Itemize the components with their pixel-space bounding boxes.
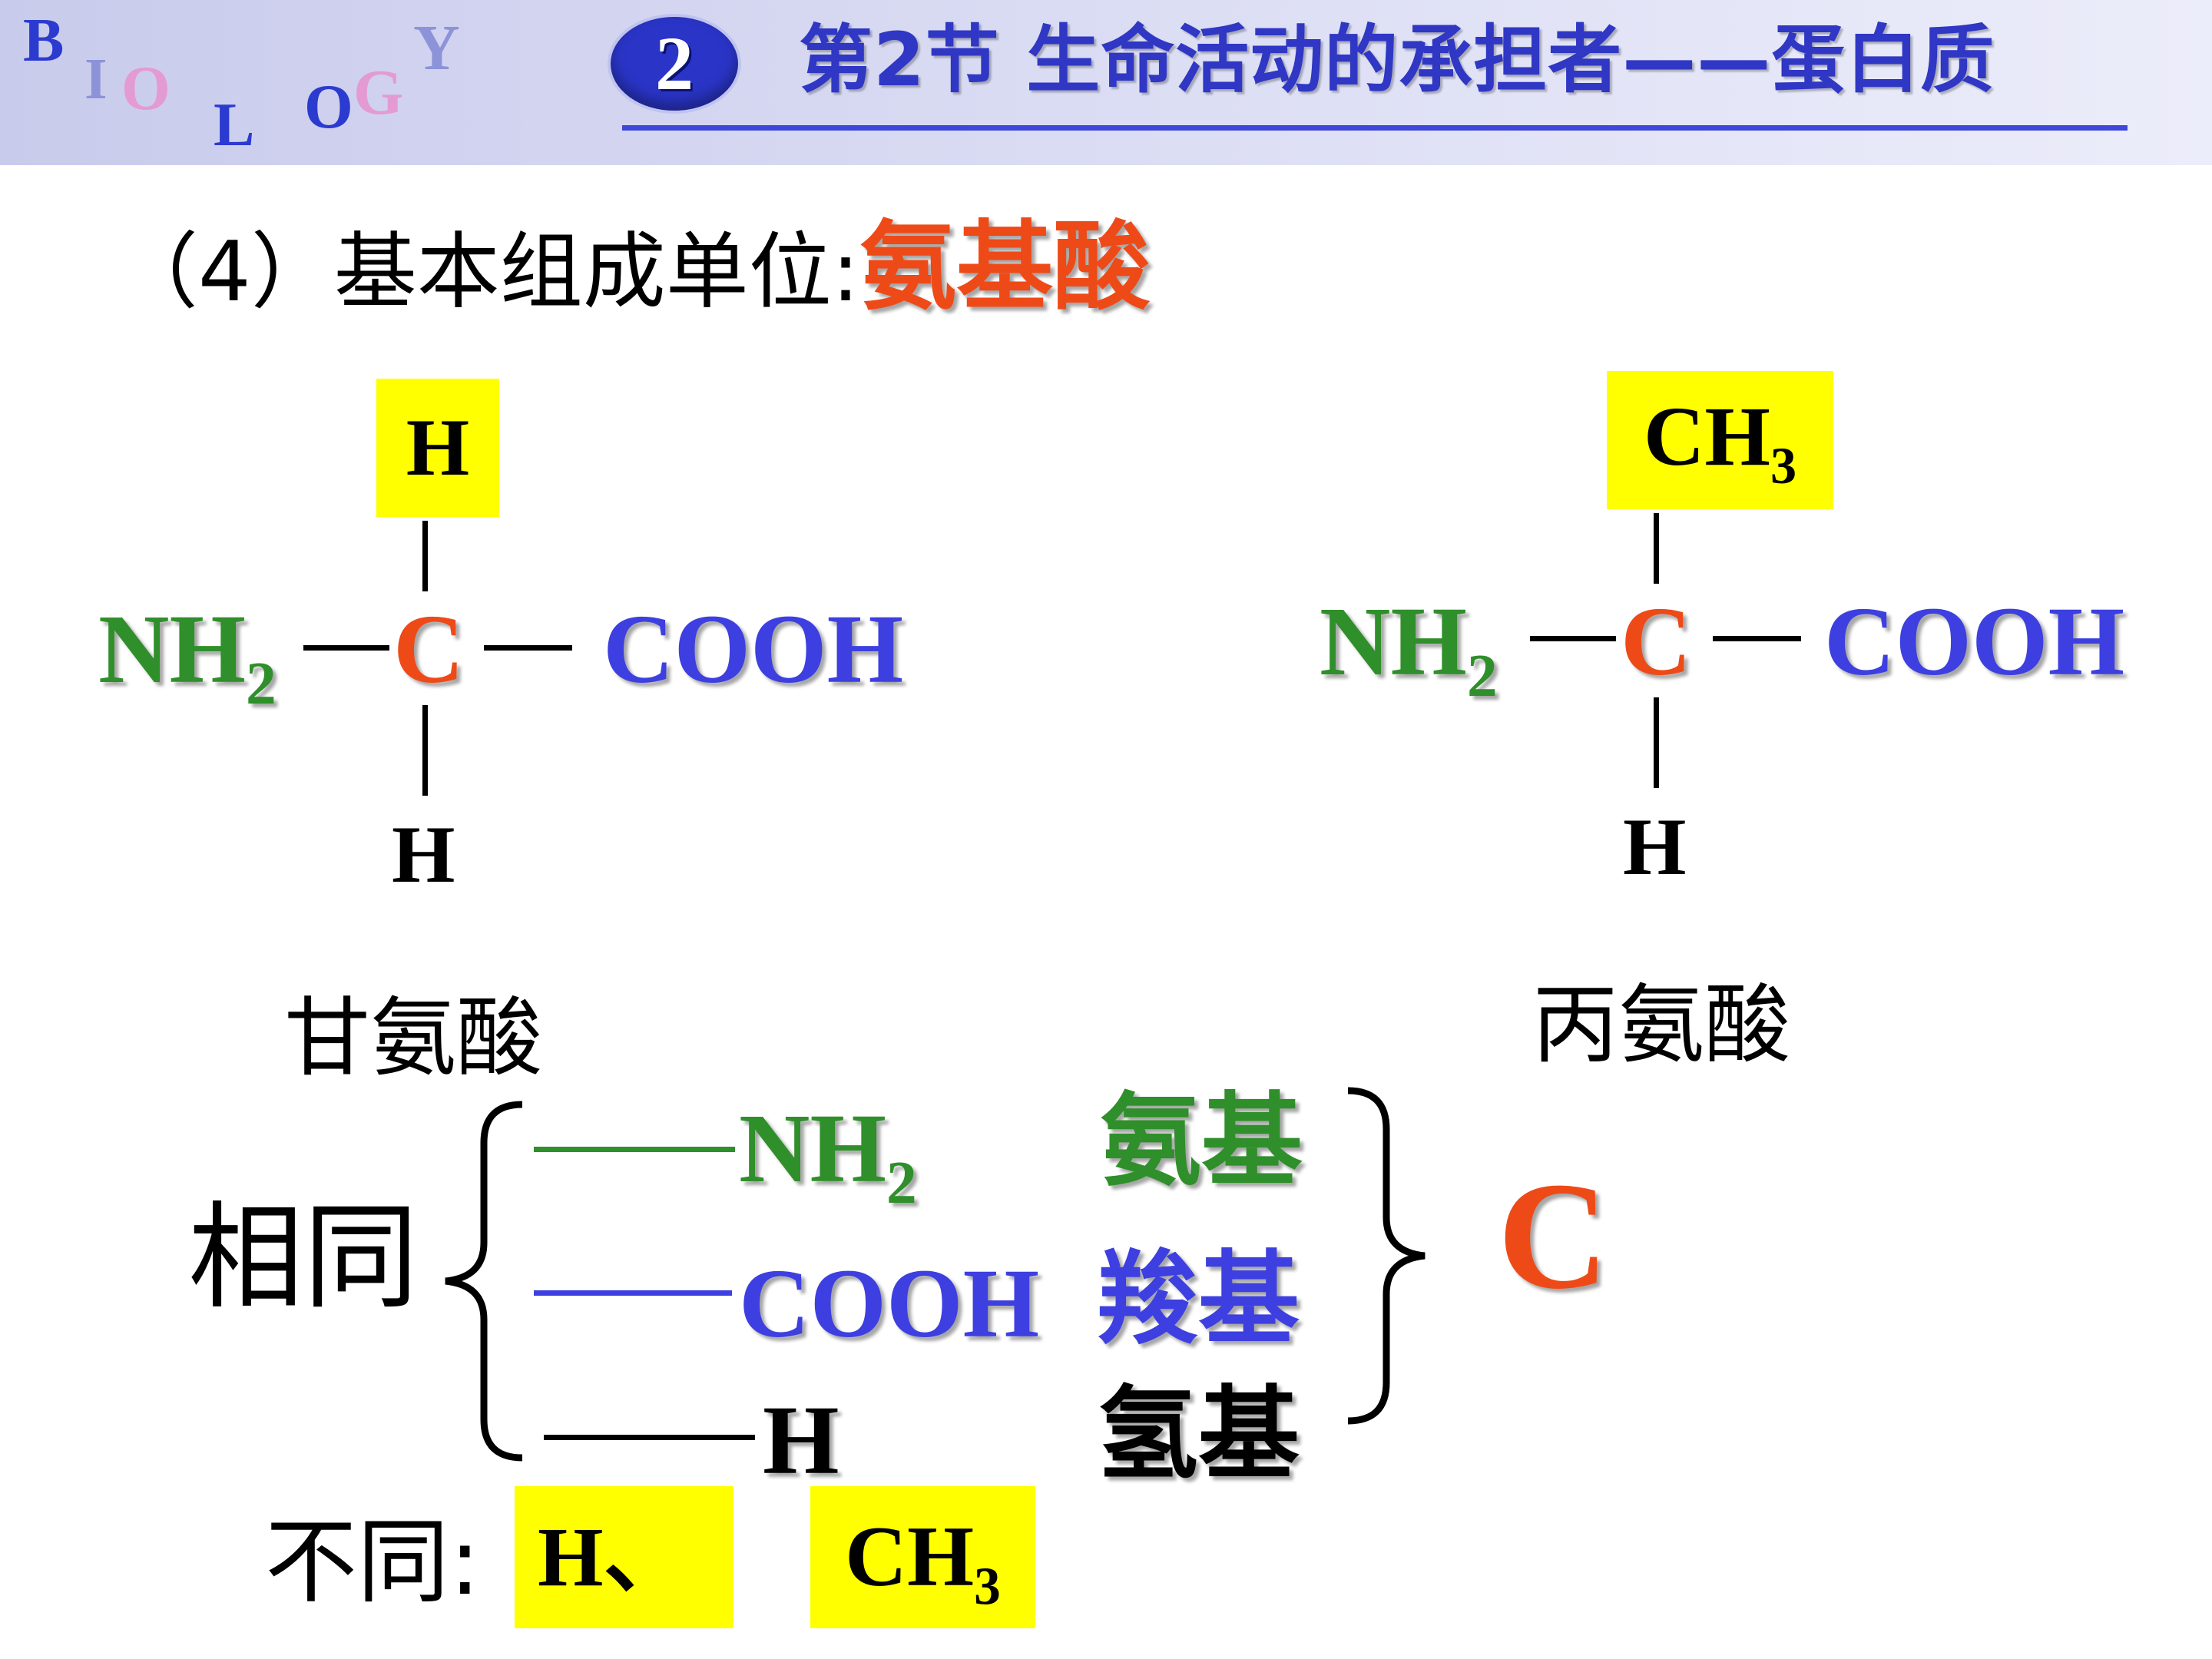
glycine-bond-left xyxy=(303,645,389,651)
logo-letter-l: L xyxy=(214,91,255,159)
header-divider xyxy=(622,125,2128,131)
chapter-badge: 2 xyxy=(611,17,738,111)
same-left-brace xyxy=(445,1101,523,1462)
logo-letter-o2: O xyxy=(304,71,353,141)
header-title: 第2节 生命活动的承担者——蛋白质 xyxy=(799,17,1995,103)
different-item-h-box: H、 xyxy=(515,1486,733,1628)
alanine-name: 丙氨酸 xyxy=(1532,975,1790,1075)
glycine-amino-main: NH xyxy=(98,594,246,704)
section-heading-highlight: 氨基酸 xyxy=(859,210,1151,323)
alanine-bond-top xyxy=(1654,513,1659,584)
same-row-hydrogen-name: 氢基 xyxy=(1097,1376,1300,1494)
same-row-amino-name: 氨基 xyxy=(1100,1082,1303,1200)
same-row-carboxyl-name: 羧基 xyxy=(1097,1240,1300,1359)
same-row-hydrogen: H xyxy=(763,1386,839,1495)
glycine-bottom-h: H xyxy=(392,810,455,899)
section-heading: （4）基本组成单位:氨基酸 xyxy=(115,206,1150,329)
alanine-top-main: CH xyxy=(1643,389,1770,483)
logo-letter-b: B xyxy=(23,7,65,75)
alanine-bond-right xyxy=(1713,636,1801,641)
glycine-bond-top xyxy=(422,521,428,591)
glycine-bond-bottom xyxy=(422,705,428,796)
central-carbon: C xyxy=(1498,1151,1609,1321)
same-row-amino-sub: 2 xyxy=(886,1148,917,1217)
alanine-amino-main: NH xyxy=(1320,587,1467,696)
alanine-carbon: C xyxy=(1621,587,1692,696)
same-label: 相同 xyxy=(188,1191,419,1325)
header-bar: B I O L O G Y 2 第2节 生命活动的承担者——蛋白质 xyxy=(0,0,2212,165)
different-label: 不同: xyxy=(265,1509,481,1616)
logo-letter-g: G xyxy=(353,57,404,128)
amino-dash xyxy=(534,1147,735,1152)
glycine-bond-right xyxy=(484,645,572,651)
different-item-ch3-box: CH3 xyxy=(810,1486,1035,1628)
different-item-h: H、 xyxy=(538,1510,688,1604)
alanine-bond-left xyxy=(1530,636,1616,641)
same-right-brace xyxy=(1347,1087,1426,1425)
alanine-top-ch3-box: CH3 xyxy=(1607,371,1833,509)
glycine-carboxyl: COOH xyxy=(603,594,904,704)
alanine-amino: NH2 xyxy=(1320,584,1498,710)
different-item-ch3-sub: 3 xyxy=(974,1557,1001,1617)
same-row-amino-main: NH xyxy=(739,1094,886,1203)
glycine-name: 甘氨酸 xyxy=(284,988,542,1088)
carboxyl-dash xyxy=(534,1290,732,1296)
alanine-top-sub: 3 xyxy=(1770,435,1797,495)
alanine-amino-sub: 2 xyxy=(1467,641,1498,710)
alanine-bond-bottom xyxy=(1654,697,1659,788)
logo-letter-o1: O xyxy=(121,53,171,123)
same-row-amino: NH2 xyxy=(739,1091,917,1217)
alanine-carboxyl: COOH xyxy=(1824,587,2125,696)
chapter-badge-number: 2 xyxy=(655,21,694,106)
glycine-amino: NH2 xyxy=(98,591,276,717)
glycine-carbon: C xyxy=(393,594,465,704)
glycine-amino-sub: 2 xyxy=(246,649,276,717)
different-item-ch3-main: CH xyxy=(845,1509,975,1604)
hydrogen-dash xyxy=(544,1435,755,1440)
logo-letter-i: I xyxy=(84,47,108,111)
logo-letter-y: Y xyxy=(413,12,460,84)
glycine-top-h: H xyxy=(406,402,470,492)
glycine-top-h-box: H xyxy=(376,379,499,517)
alanine-bottom-h: H xyxy=(1623,802,1687,892)
section-heading-prefix: （4）基本组成单位: xyxy=(115,224,860,320)
same-row-carboxyl: COOH xyxy=(739,1249,1040,1358)
